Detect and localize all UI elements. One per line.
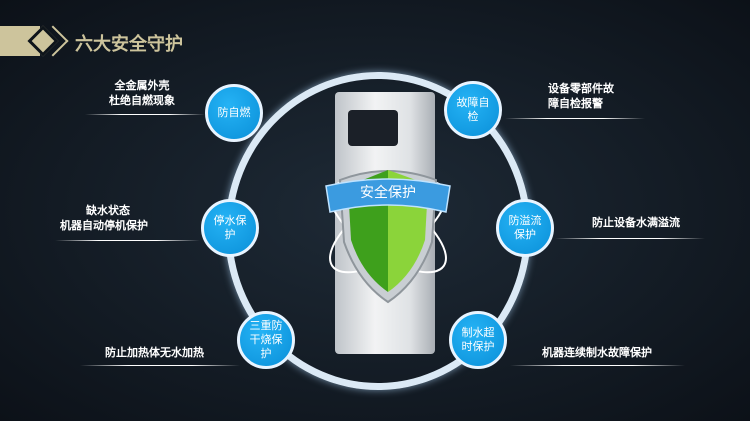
divider (505, 118, 645, 119)
feature-desc: 防止设备水满溢流 (592, 216, 680, 229)
feature-desc: 防止加热体无水加热 (105, 346, 204, 359)
feature-bubble-timeout: 制水超时保护 (449, 311, 507, 369)
machine-display (348, 110, 398, 146)
page-title: 六大安全守护 (75, 34, 183, 55)
shield-icon (325, 170, 451, 304)
feature-desc: 缺水状态机器自动停机保护 (60, 203, 175, 233)
feature-bubble-overflow: 防溢流保护 (496, 199, 554, 257)
shield-label: 安全保护 (360, 185, 416, 201)
divider (510, 365, 685, 366)
desc-line: 缺水状态 (86, 204, 130, 217)
desc-line: 设备零部件故 (548, 82, 614, 95)
desc-line: 障自检报警 (548, 97, 603, 110)
feature-bubble-water-cutoff: 停水保护 (201, 199, 259, 257)
feature-desc: 全金属外壳杜绝自燃现象 (92, 78, 192, 108)
divider (80, 365, 240, 366)
divider (555, 238, 705, 239)
feature-bubble-self-check: 故障自检 (444, 81, 502, 139)
desc-line: 全金属外壳 (114, 79, 170, 92)
divider (55, 240, 200, 241)
feature-desc: 机器连续制水故障保护 (542, 346, 652, 359)
desc-line: 杜绝自燃现象 (109, 94, 175, 107)
feature-desc: 设备零部件故障自检报警 (548, 81, 658, 111)
feature-bubble-anti-combustion: 防自燃 (205, 84, 263, 142)
desc-line: 机器自动停机保护 (60, 219, 148, 232)
feature-bubble-dry-burn: 三重防干烧保护 (237, 311, 295, 369)
divider (85, 114, 205, 115)
